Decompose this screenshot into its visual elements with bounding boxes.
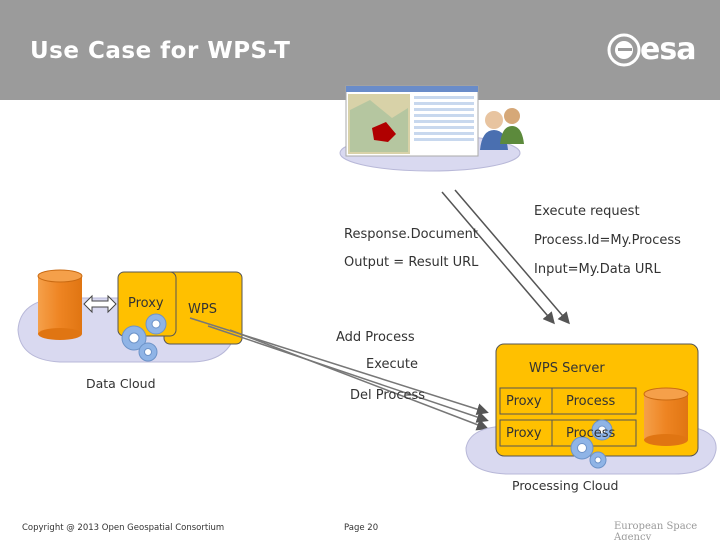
header-bar: [0, 0, 720, 100]
bidirectional-arrow-icon: [83, 294, 117, 314]
wps-left-label: WPS: [188, 302, 217, 317]
output-label: Output = Result URL: [344, 255, 479, 270]
gears-icon-left: [121, 313, 167, 362]
footer-page-number: Page 20: [344, 523, 379, 533]
add-process-label: Add Process: [336, 330, 415, 345]
users-icon: [480, 108, 524, 150]
proxy-left-label: Proxy: [128, 296, 164, 311]
proxy-label-2: Proxy: [506, 426, 542, 441]
proxy-process-row-2: [499, 419, 637, 447]
esa-logo-text: esa: [640, 32, 696, 67]
execute-request-label: Execute request: [534, 204, 640, 219]
response-arrow: [441, 191, 555, 325]
esa-logo-icon: [607, 33, 641, 67]
process-label-1: Process: [566, 394, 616, 409]
execute-arrow: [207, 325, 489, 423]
response-document-label: Response.Document: [344, 227, 478, 242]
data-cylinder-left: [37, 269, 83, 340]
slide-title: Use Case for WPS-T: [30, 38, 291, 64]
data-cylinder-right: [643, 387, 689, 446]
wps-server-label: WPS Server: [529, 361, 605, 376]
process-id-label: Process.Id=My.Process: [534, 233, 681, 248]
del-process-label: Del Process: [350, 388, 426, 403]
footer-copyright: Copyright @ 2013 Open Geospatial Consort…: [22, 523, 225, 533]
process-label-2: Process: [566, 426, 616, 441]
del-process-arrow: [229, 329, 489, 431]
input-label: Input=My.Data URL: [534, 262, 661, 277]
proxy-label-1: Proxy: [506, 394, 542, 409]
execute-label: Execute: [366, 357, 418, 372]
proxy-process-row-1: [499, 387, 637, 415]
client-screenshot-icon: [345, 85, 479, 157]
execute-request-arrow: [454, 189, 570, 325]
gears-icon-right: [570, 419, 613, 469]
data-cloud-label: Data Cloud: [86, 376, 156, 391]
footer-agency: European Space Agency: [614, 521, 698, 540]
processing-cloud-label: Processing Cloud: [512, 478, 619, 493]
